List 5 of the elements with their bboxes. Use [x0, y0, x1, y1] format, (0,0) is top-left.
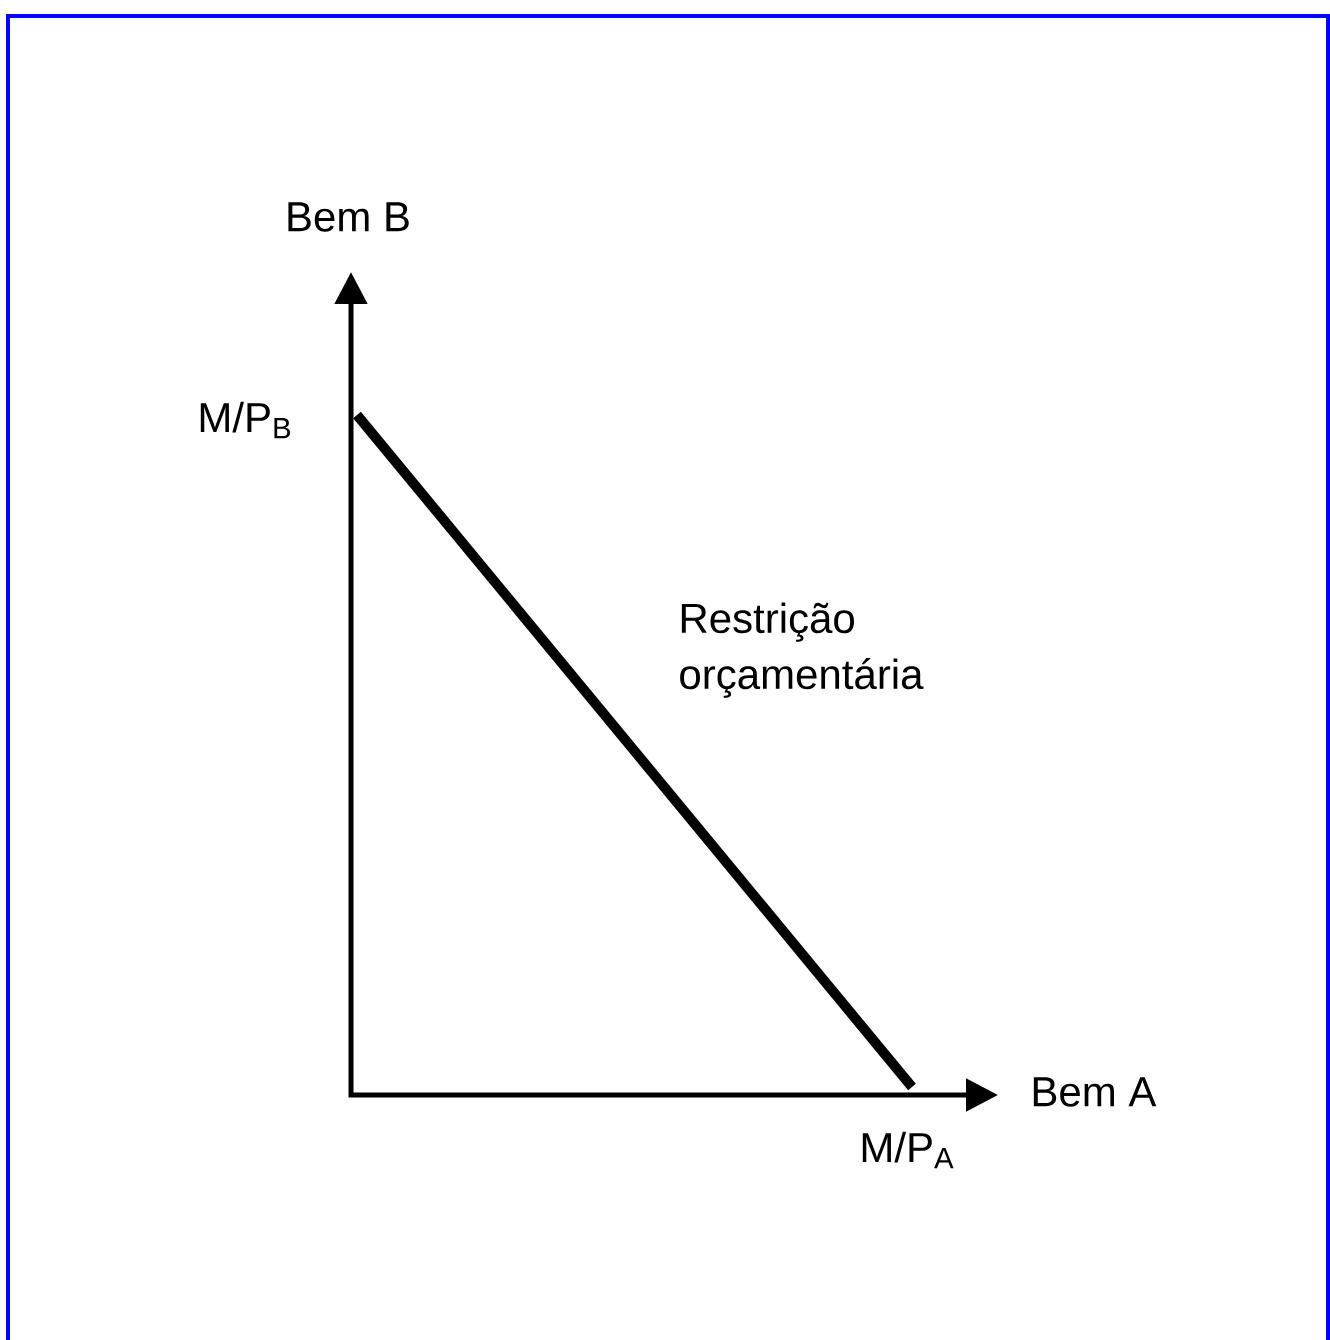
axis-label: Bem B — [288, 202, 409, 232]
axis-label: M/P$_{B}$ — [200, 401, 291, 439]
axis-label: M/P$_{A}$ — [862, 1131, 954, 1169]
axis-label: Restrição orçamentária — [680, 602, 924, 698]
axis-label: Bem A — [1033, 1077, 1157, 1107]
